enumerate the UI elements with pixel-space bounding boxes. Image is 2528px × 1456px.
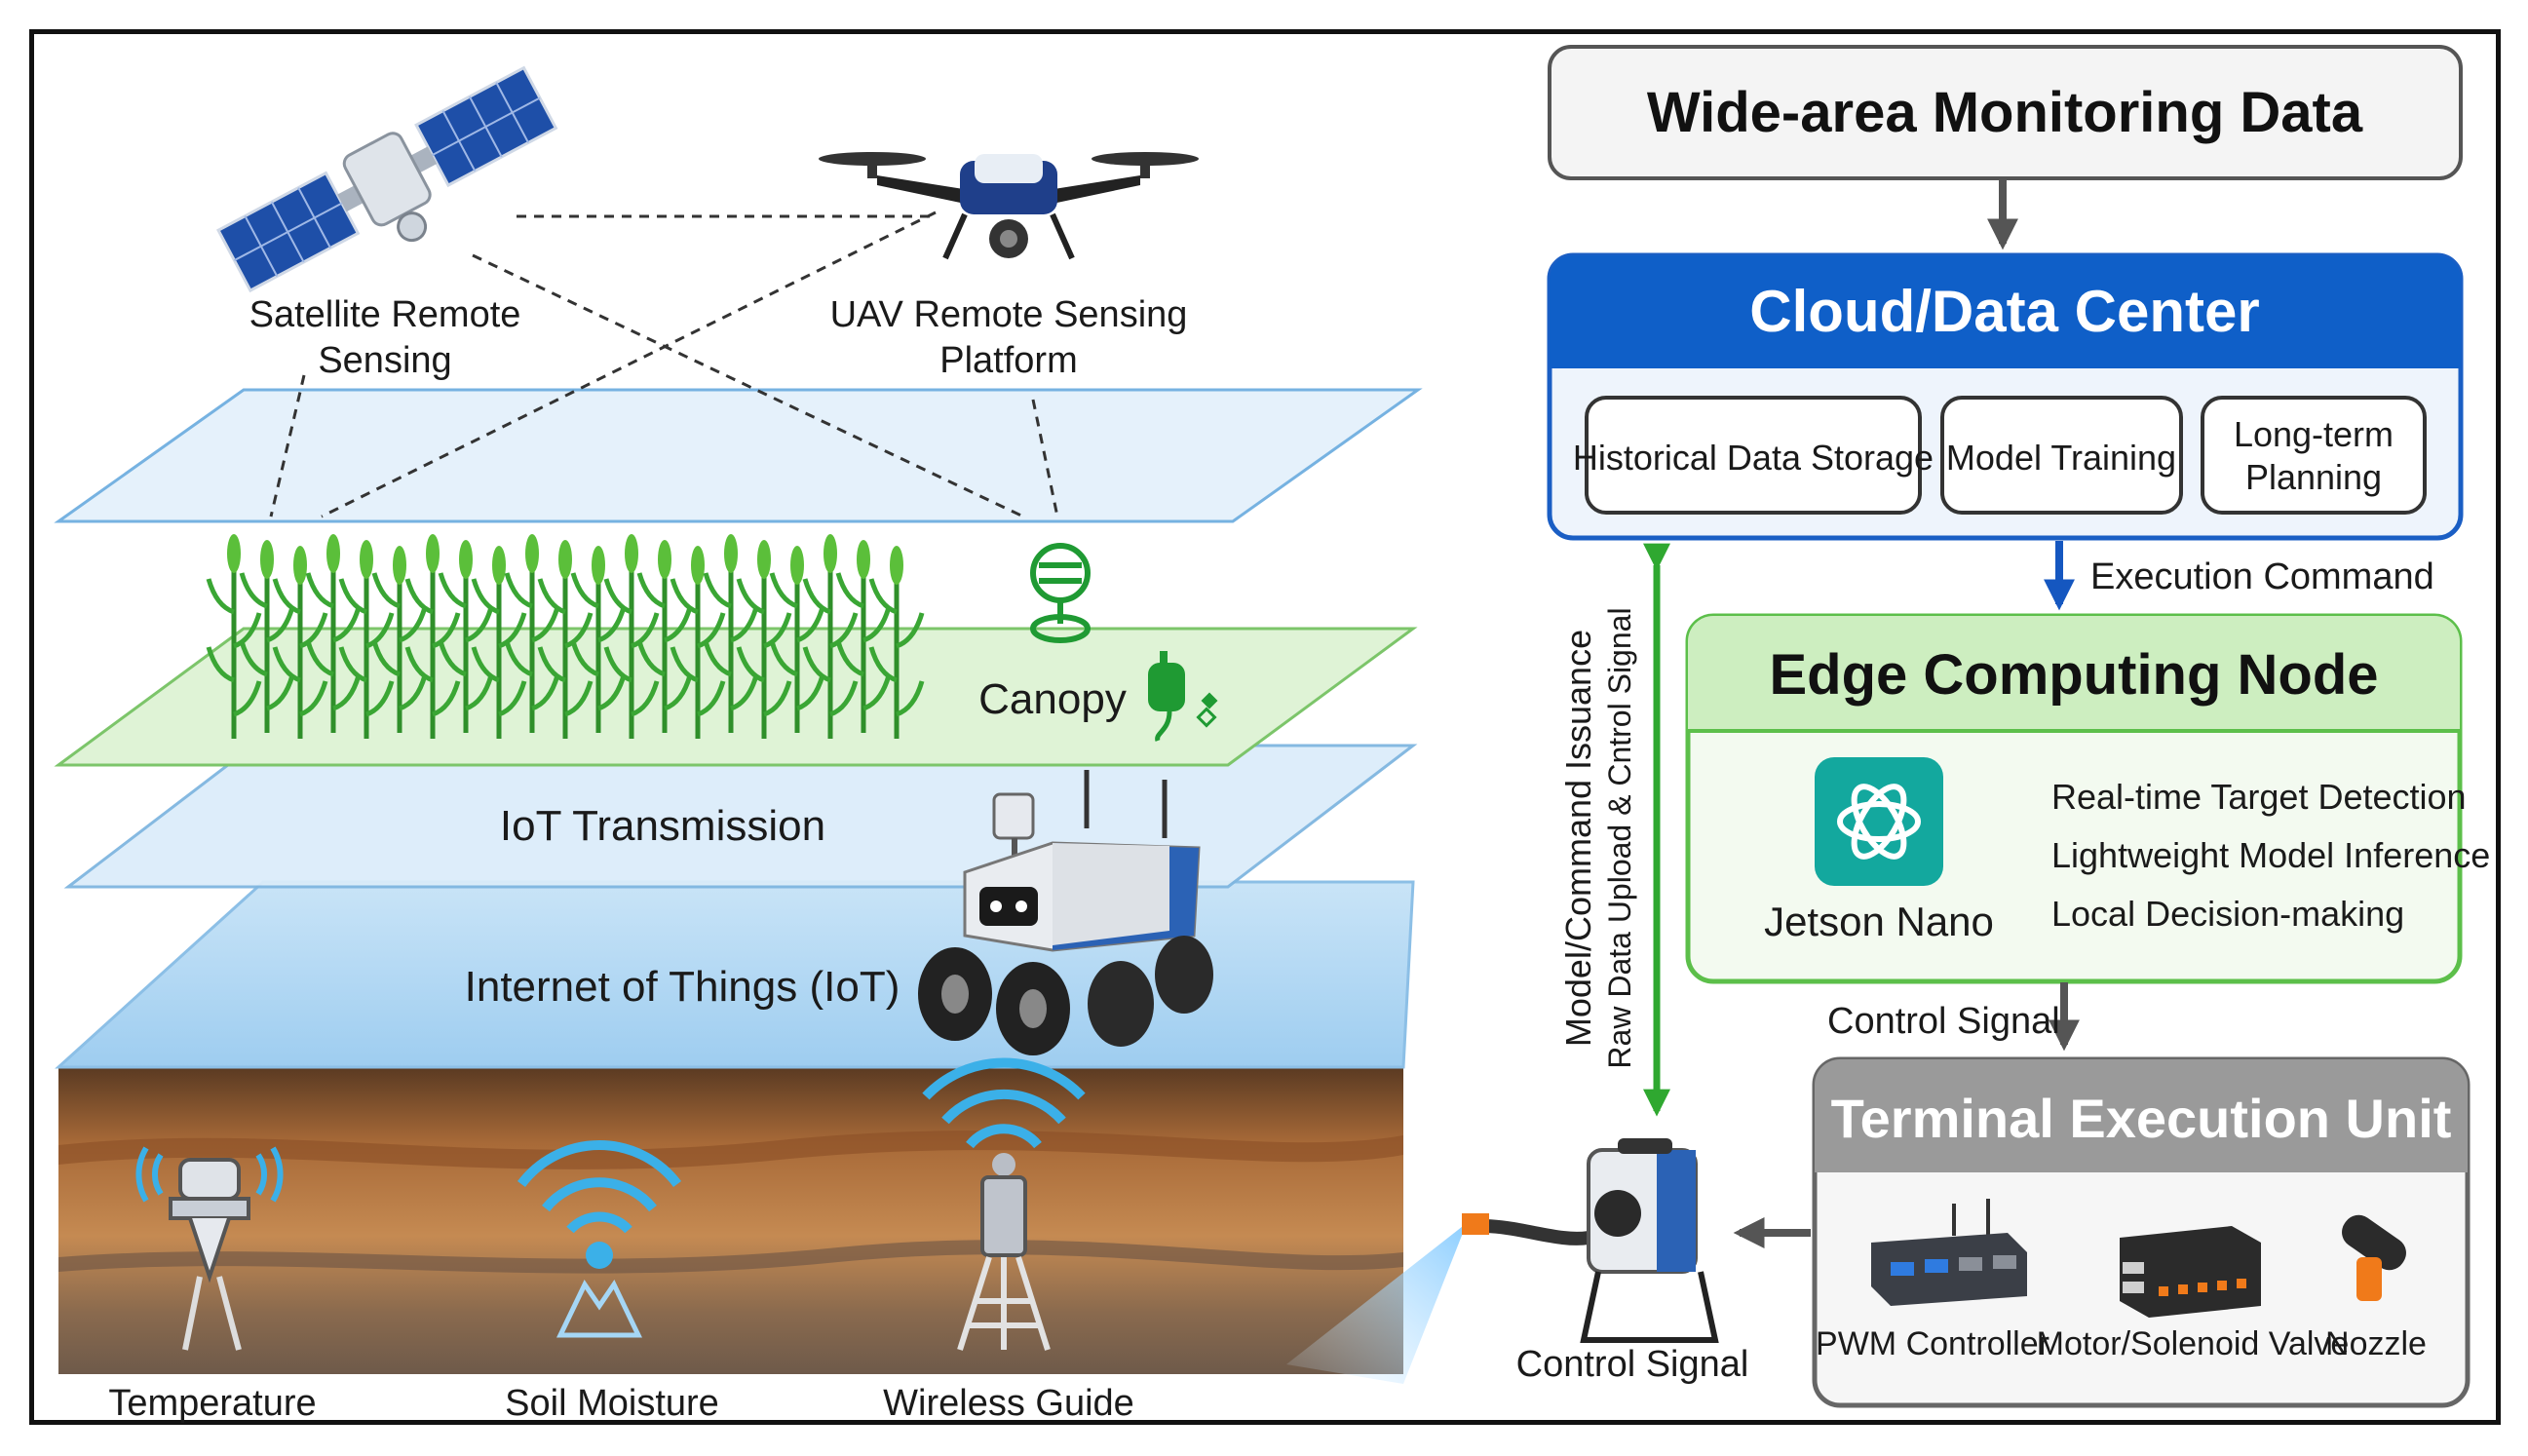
jetson-nano-label: Jetson Nano <box>1764 899 1994 944</box>
long-term-planning-label-line1: Long-term <box>2234 414 2394 454</box>
vertical-label-raw-data: Raw Data Upload & Cntrol Signal <box>1602 607 1637 1068</box>
canopy-sensor-icon <box>1030 543 1091 643</box>
sprayer-control-signal-label: Control Signal <box>1516 1344 1749 1385</box>
crop-plant <box>868 546 925 739</box>
uav-label-line1: UAV Remote Sensing <box>830 294 1188 335</box>
uav-drone-icon <box>819 152 1199 260</box>
motor-solenoid-valve-icon <box>2120 1226 2261 1318</box>
crop-row <box>206 534 925 739</box>
jetson-nano-chip-icon <box>1815 757 1943 886</box>
edge-computing-node-box <box>1685 613 2463 984</box>
sensor-label-soil-moisture: Soil Moisture <box>505 1383 719 1424</box>
crop-plant <box>404 534 461 739</box>
pwm-controller-icon <box>1871 1199 2027 1306</box>
cloud-title: Cloud/Data Center <box>1749 279 2259 344</box>
crop-plant <box>206 534 262 739</box>
leaf-sensor-icon <box>1148 651 1218 742</box>
soil-block <box>58 1067 1403 1374</box>
pwm-controller-label: PWM Controller <box>1816 1325 2049 1362</box>
wide-area-monitoring-box <box>1548 45 2463 180</box>
nozzle-label: Nozzle <box>2325 1325 2427 1362</box>
historical-data-storage-box <box>1585 396 1922 515</box>
wireless-guide-sensor-icon <box>922 1057 1086 1351</box>
crop-plant <box>769 546 825 733</box>
wide-area-monitoring-title: Wide-area Monitoring Data <box>1647 81 2363 144</box>
nozzle-icon <box>2342 1214 2406 1301</box>
sensor-label-temperature: Temperature <box>108 1383 316 1424</box>
sprayer-device-icon <box>1286 1138 1719 1384</box>
field-robot-icon <box>918 770 1213 1055</box>
long-term-planning-label-line2: Planning <box>2245 457 2382 497</box>
crop-plant <box>371 546 428 733</box>
crop-plant <box>570 546 627 733</box>
crop-plant <box>504 534 560 733</box>
crop-plant <box>239 540 295 733</box>
crop-plant <box>272 546 328 739</box>
motor-solenoid-valve-label: Motor/Solenoid Valve <box>2037 1325 2350 1362</box>
historical-data-storage-label: Historical Data Storage <box>1573 438 1934 478</box>
crop-plant <box>835 540 892 733</box>
temperature-sensor-icon <box>135 1146 284 1351</box>
edge-function-3: Local Decision-making <box>2051 894 2404 934</box>
edge-title: Edge Computing Node <box>1769 643 2378 707</box>
sensor-label-wireless-guide: Wireless Guide <box>883 1383 1134 1424</box>
terminal-title: Terminal Execution Unit <box>1831 1088 2452 1149</box>
satellite-icon <box>216 65 558 293</box>
crop-plant <box>703 534 759 733</box>
soil-moisture-sensor-icon <box>517 1140 681 1338</box>
crop-plant <box>802 534 859 739</box>
satellite-label-line2: Sensing <box>318 340 451 381</box>
crop-plant <box>471 546 527 739</box>
crop-plant <box>438 540 494 733</box>
iot-label: Internet of Things (IoT) <box>465 963 900 1011</box>
model-training-label: Model Training <box>1946 438 2176 478</box>
iot-transmission-label: IoT Transmission <box>500 802 825 850</box>
edge-function-2: Lightweight Model Inference <box>2051 835 2490 875</box>
terminal-execution-unit-box <box>1812 1056 2471 1408</box>
canopy-label: Canopy <box>978 675 1127 723</box>
satellite-label-line1: Satellite Remote <box>249 294 521 335</box>
uav-label-line2: Platform <box>939 340 1077 381</box>
crop-plant <box>736 540 792 739</box>
crop-plant <box>636 540 693 733</box>
edge-function-1: Real-time Target Detection <box>2051 777 2467 817</box>
vertical-label-model-command: Model/Command Issuance <box>1558 630 1598 1047</box>
crop-plant <box>305 534 362 733</box>
execution-command-label: Execution Command <box>2090 556 2434 597</box>
model-training-box <box>1940 396 2183 515</box>
crop-plant <box>338 540 395 739</box>
crop-plant <box>537 540 594 739</box>
control-signal-label: Control Signal <box>1827 1001 2060 1042</box>
crop-plant <box>603 534 660 739</box>
sensing-dashed-lines <box>269 211 1059 518</box>
crop-plant <box>670 546 726 739</box>
long-term-planning-box <box>2201 396 2427 515</box>
remote-sensing-layer <box>54 388 1423 523</box>
